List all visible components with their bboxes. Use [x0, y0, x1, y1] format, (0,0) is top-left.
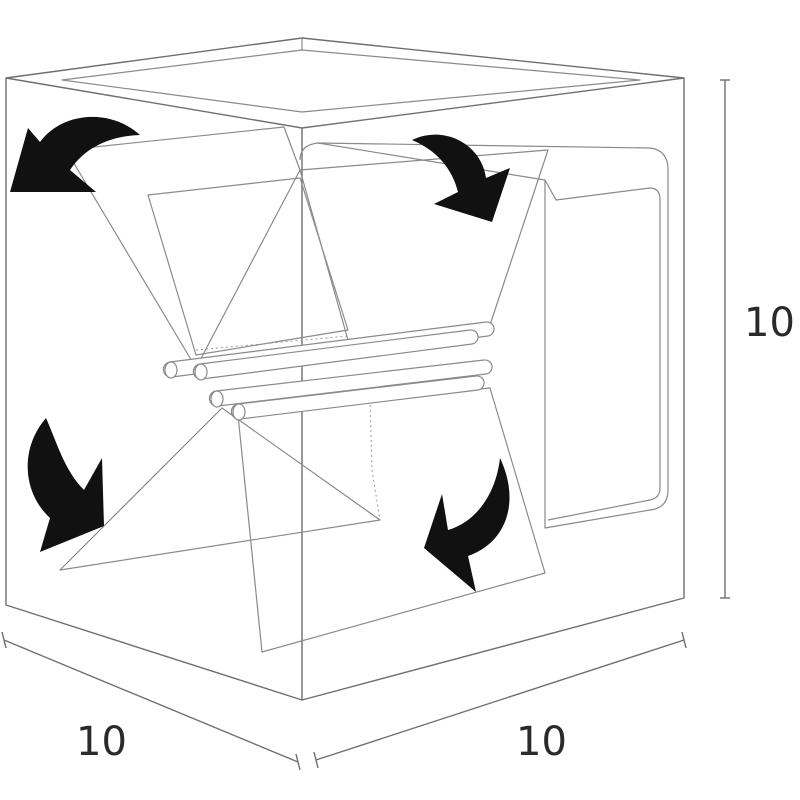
depth-tick-left	[1, 631, 7, 649]
rod-3	[208, 359, 493, 407]
rod-4	[230, 375, 485, 420]
rod-dashed-line	[195, 335, 349, 351]
curved-arrow-top-left-icon	[10, 116, 140, 192]
rounded-panel-outer	[299, 142, 669, 529]
lower-left-flap	[59, 407, 381, 571]
curved-arrow-top-right-icon	[412, 134, 510, 222]
depth-dimension-line	[3, 639, 299, 763]
rod-2	[192, 329, 479, 380]
curved-arrow-bottom-left-icon	[27, 418, 104, 552]
lower-hidden-edge	[369, 399, 381, 521]
rounded-panel-inner	[544, 179, 661, 521]
height-label: 10	[744, 300, 795, 346]
curved-arrow-bottom-right-icon	[424, 458, 510, 592]
rod-4-end	[232, 403, 246, 421]
curved-arrows	[10, 116, 510, 592]
cube-left-face	[5, 78, 303, 701]
dimension-lines	[1, 79, 730, 771]
cube-top-rim	[61, 49, 641, 113]
depth-tick-right	[295, 753, 301, 771]
upper-hidden-edge	[299, 177, 349, 331]
depth-label: 10	[76, 719, 127, 765]
width-tick-left	[313, 751, 319, 769]
rod-3-end	[210, 390, 224, 408]
hinge-rods	[162, 321, 495, 421]
width-dimension-line	[315, 639, 685, 761]
cube-right-face	[301, 78, 685, 701]
upper-left-flap	[65, 126, 301, 369]
width-label: 10	[516, 719, 567, 765]
rod-1-end	[164, 361, 178, 379]
outer-cube	[5, 37, 685, 701]
cube-top-face	[5, 37, 685, 129]
upper-right-flap	[299, 149, 549, 341]
rod-2-end	[194, 363, 208, 381]
upper-left-inner-panel	[147, 177, 349, 356]
width-tick-right	[681, 631, 687, 649]
